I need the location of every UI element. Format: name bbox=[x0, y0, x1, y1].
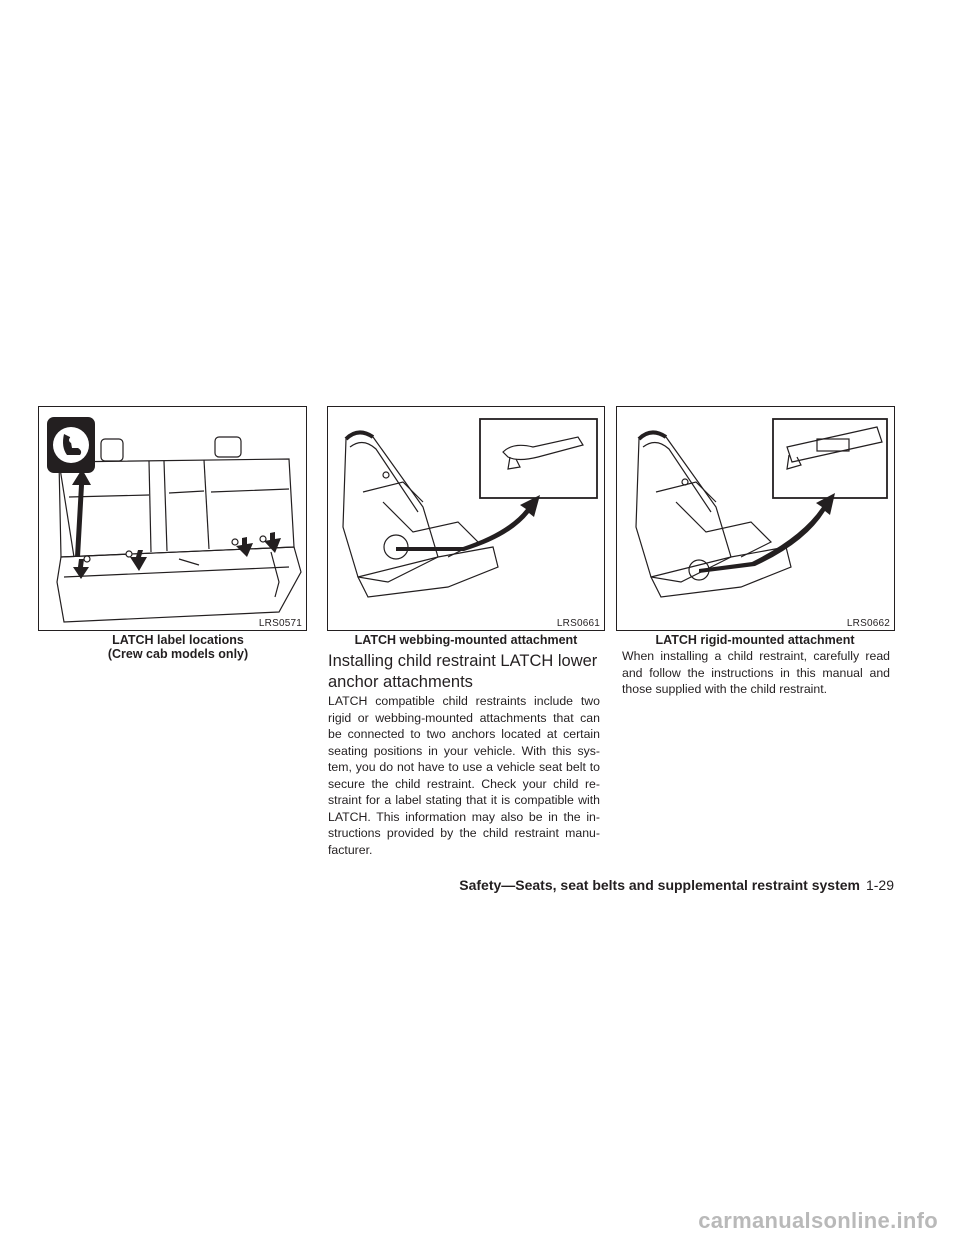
arrow-icon bbox=[72, 469, 91, 557]
figure-code: LRS0661 bbox=[556, 618, 600, 629]
figure-caption: LATCH rigid-mounted attachment bbox=[655, 633, 855, 647]
figure-caption: LATCH webbing-mounted attachment bbox=[354, 633, 578, 647]
figure-caption: LATCH label locations (Crew cab models o… bbox=[107, 633, 249, 661]
watermark: carmanualsonline.info bbox=[698, 1208, 938, 1233]
arrow-icon bbox=[699, 493, 835, 573]
footer-section-name: Safety—Seats, seat belts and supplementa… bbox=[459, 877, 860, 893]
figure-latch-webbing-mounted: LRS0661 bbox=[327, 406, 605, 631]
body-paragraph: LATCH compatible child restraints includ… bbox=[328, 694, 600, 857]
child-seat-webbing-illustration bbox=[342, 418, 598, 598]
child-seat-rigid-illustration bbox=[635, 418, 888, 598]
page-footer: Safety—Seats, seat belts and supplementa… bbox=[459, 877, 894, 893]
page-number: 1-29 bbox=[865, 877, 894, 893]
arrow-icon bbox=[396, 495, 540, 551]
figure-latch-rigid-mounted: LRS0662 bbox=[616, 406, 895, 631]
figure-code: LRS0571 bbox=[258, 618, 302, 629]
body-paragraph: When installing a child restraint, caref… bbox=[622, 649, 890, 696]
figure-code: LRS0662 bbox=[846, 618, 890, 629]
section-title: Installing child restraint LATCH lower a… bbox=[328, 652, 598, 691]
rear-seat-illustration bbox=[47, 417, 302, 623]
figure-latch-label-locations: LRS0571 bbox=[38, 406, 307, 631]
